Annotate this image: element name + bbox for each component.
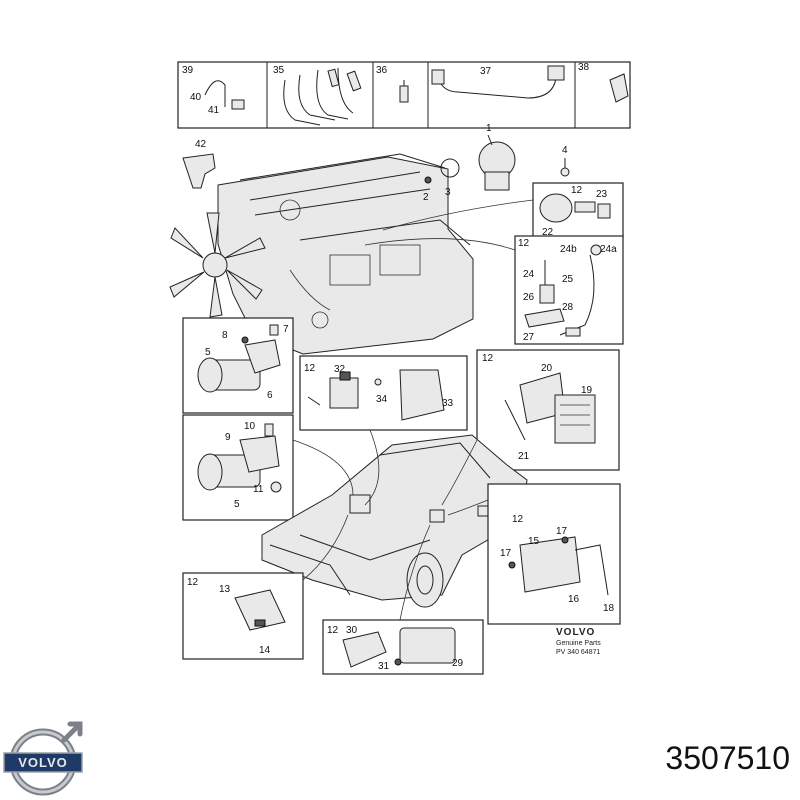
label-41: 41 [208,105,220,116]
ignition-module-24-28 [514,235,624,345]
label-31: 31 [378,661,390,672]
cooling-fan [169,212,266,318]
label-12-d: 12 [482,353,494,364]
label-11: 11 [253,484,264,495]
label-22: 22 [542,227,554,238]
label-12-e: 12 [512,514,524,525]
label-1: 1 [486,123,492,134]
label-20: 20 [541,363,553,374]
label-40: 40 [190,92,202,103]
engine-block [169,153,474,355]
starter-5-8 [182,317,294,414]
label-26: 26 [523,292,535,303]
label-35: 35 [273,65,285,76]
label-5-a: 5 [205,347,211,358]
leader-lines [292,199,534,621]
module-15-18 [487,483,621,625]
label-33: 33 [442,398,454,409]
bracket-42 [182,153,216,189]
label-8: 8 [222,330,228,341]
part-number: 3507510 [665,740,790,776]
label-6: 6 [267,390,273,401]
label-19: 19 [581,385,593,396]
label-17-b: 17 [500,548,512,559]
label-27: 27 [523,332,535,343]
label-7: 7 [283,324,289,335]
label-24: 24 [523,269,535,280]
label-5-b: 5 [234,499,240,510]
label-18: 18 [603,603,615,614]
label-17-a: 17 [556,526,568,537]
sensor-22-23 [532,182,624,239]
label-12-g: 12 [327,625,339,636]
stamp-code: PV 340 64871 [556,649,600,656]
label-23: 23 [596,189,608,200]
label-12-a: 12 [571,185,583,196]
label-4: 4 [562,145,568,156]
label-12-f: 12 [187,577,199,588]
label-10: 10 [244,421,256,432]
label-32: 32 [334,364,346,375]
label-39: 39 [182,65,194,76]
logo-text: VOLVO [18,755,68,770]
label-36: 36 [376,65,388,76]
label-9: 9 [225,432,231,443]
label-29: 29 [452,658,464,669]
label-37: 37 [480,66,492,77]
label-34: 34 [376,394,388,405]
distributor-group [424,134,570,191]
part-labels: 39 40 41 35 36 37 38 42 1 2 3 4 12 23 22… [182,62,617,672]
label-28: 28 [562,302,574,313]
starter-9-11 [182,414,294,521]
label-13: 13 [219,584,231,595]
label-42: 42 [195,139,207,150]
stamp-brand: VOLVO [556,627,595,638]
label-15: 15 [528,536,540,547]
volvo-logo: VOLVO [3,721,83,796]
stamp-subtitle: Genuine Parts [556,640,601,647]
module-29-31 [322,619,484,675]
label-12-b: 12 [518,238,530,249]
module-13-14 [182,572,304,660]
label-3: 3 [445,187,451,198]
label-24a: 24a [600,244,617,255]
label-14: 14 [259,645,271,656]
genuine-parts-stamp: VOLVO Genuine Parts PV 340 64871 [556,627,601,656]
top-parts-strip [177,61,631,129]
label-12-c: 12 [304,363,316,374]
label-38: 38 [578,62,590,73]
label-21: 21 [518,451,530,462]
coil-32-34 [299,355,468,431]
label-2: 2 [423,192,429,203]
label-25: 25 [562,274,574,285]
label-16: 16 [568,594,580,605]
control-unit-19-21 [476,349,620,471]
car-outline [261,434,528,608]
label-30: 30 [346,625,358,636]
label-24b: 24b [560,244,577,255]
